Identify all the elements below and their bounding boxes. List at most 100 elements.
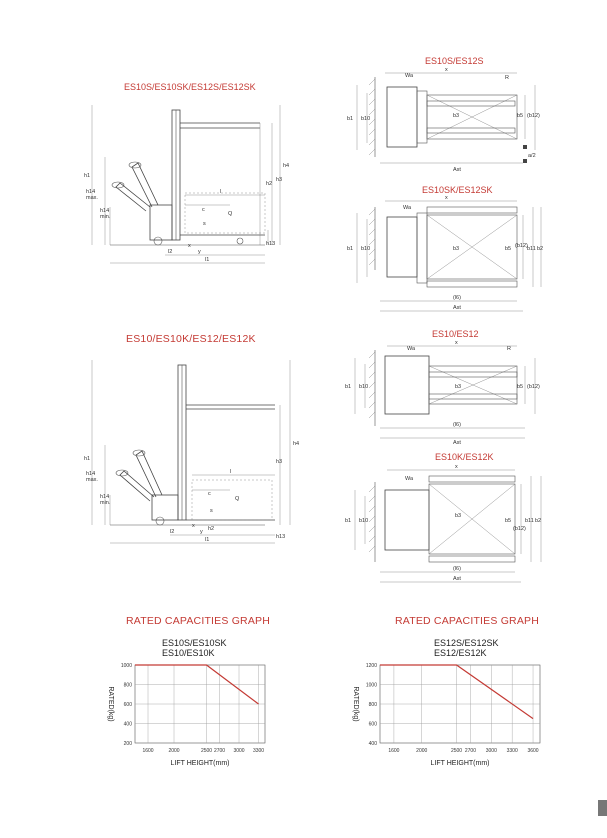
y-tick-label: 1200 [366, 663, 377, 669]
x-axis-label: LIFT HEIGHT(mm) [431, 760, 490, 767]
side-view-title-bottom: ES10/ES10K/ES12/ES12K [126, 333, 256, 345]
capacity-curve [135, 664, 259, 705]
plan-label-b3: b3 [453, 113, 459, 119]
label-l2-b: l2 [170, 529, 174, 535]
plan-label-b5-3: b5 [517, 384, 523, 390]
plan-label-b5: b5 [517, 113, 523, 119]
y-tick-label: 800 [369, 702, 378, 708]
plan-title-es10s: ES10S/ES12S [425, 56, 484, 66]
y-tick-label: 400 [124, 722, 133, 728]
label-q-b: Q [235, 496, 240, 502]
label-l1-b: l1 [205, 537, 209, 543]
y-tick-label: 1000 [121, 663, 132, 669]
plan-label-x-3: x [455, 340, 458, 346]
label-c-b: c [208, 491, 211, 497]
page-tab [598, 800, 607, 816]
label-min: min. [100, 214, 111, 220]
plan-label-r-3: R [507, 346, 511, 352]
x-tick-label: 2700 [465, 748, 476, 754]
side-view-title-top: ES10S/ES10SK/ES12S/ES12SK [124, 82, 256, 92]
plan-label-wa-3: Wa [407, 346, 416, 352]
plan-label-b1-3: b1 [345, 384, 351, 390]
label-h14-min-b: h14 [100, 494, 109, 500]
x-axis-label: LIFT HEIGHT(mm) [171, 760, 230, 767]
label-l: l [220, 189, 221, 195]
x-tick-label: 1600 [142, 748, 153, 754]
plan-label-wa: Wa [405, 73, 414, 79]
x-tick-label: 3300 [253, 748, 264, 754]
capacity-curve [380, 664, 534, 720]
label-l-b: l [230, 469, 231, 475]
y-tick-label: 400 [369, 741, 378, 747]
label-x-b: x [192, 523, 195, 529]
graph-models-right: ES12S/ES12SK ES12/ES12K [434, 638, 499, 658]
plan-label-b3-2: b3 [453, 246, 459, 252]
graph-title-right: RATED CAPACITIES GRAPH [395, 615, 540, 627]
plan-title-es10k: ES10K/ES12K [435, 452, 494, 462]
plan-label-a2: a/2 [528, 153, 536, 159]
label-max-b: max. [86, 477, 98, 483]
x-tick-label: 1600 [388, 748, 399, 754]
x-tick-label: 3600 [527, 748, 538, 754]
x-tick-label: 2500 [451, 748, 462, 754]
plan-label-b1-4: b1 [345, 518, 351, 524]
label-q: Q [228, 211, 233, 217]
y-tick-label: 600 [124, 702, 133, 708]
label-h14-max-b: h14 [86, 471, 95, 477]
label-max: max. [86, 195, 98, 201]
label-h2: h2 [266, 181, 272, 187]
x-tick-label: 3000 [233, 748, 244, 754]
label-h3-b: h3 [276, 459, 282, 465]
plan-label-b1: b1 [347, 116, 353, 122]
label-l2: l2 [168, 249, 172, 255]
plan-label-x-4: x [455, 464, 458, 470]
plan-label-b12: (b12) [527, 113, 540, 119]
x-tick-label: 2000 [168, 748, 179, 754]
y-tick-label: 200 [124, 741, 133, 747]
plan-label-x-2: x [445, 195, 448, 201]
y-axis-label: RATED(kg) [107, 686, 114, 721]
x-tick-label: 3000 [486, 748, 497, 754]
label-y-b: y [200, 529, 203, 535]
plan-view-es10sk: Wa x b1 b10 b3 b5 (b12) b11 b2 (l6) Ast [347, 195, 543, 312]
x-tick-label: 2000 [416, 748, 427, 754]
label-s-b: s [210, 508, 213, 514]
plan-label-b3-4: b3 [455, 513, 461, 519]
y-axis-label: RATED(kg) [352, 686, 359, 721]
plan-label-b11-4: b11 [525, 518, 534, 524]
plan-label-l6-2: (l6) [453, 295, 461, 301]
plan-label-b10: b10 [361, 116, 370, 122]
plan-label-wa-4: Wa [405, 476, 414, 482]
graph-models-left: ES10S/ES10SK ES10/ES10K [162, 638, 227, 658]
plan-label-b10-3: b10 [359, 384, 368, 390]
label-x: x [188, 243, 191, 249]
plan-label-r: R [505, 75, 509, 81]
label-h1-b: h1 [84, 456, 90, 462]
y-tick-label: 800 [124, 683, 133, 689]
y-tick-label: 1000 [366, 683, 377, 689]
label-h4-b: h4 [293, 441, 299, 447]
label-h13: h13 [266, 241, 275, 247]
plan-label-b5-4: b5 [505, 518, 511, 524]
y-tick-label: 600 [369, 722, 378, 728]
plan-label-b2-2: b2 [537, 246, 543, 252]
plan-label-b2-4: b2 [535, 518, 541, 524]
plan-label-ast: Ast [453, 167, 461, 173]
side-view-diagram-top: h1 h14 max. h14 min. h2 h3 h4 h13 l c Q … [84, 105, 289, 264]
label-h2-b: h2 [208, 526, 214, 532]
plan-label-wa-2: Wa [403, 205, 412, 211]
side-view-diagram-bottom: h1 h14 max. h14 min. h3 h4 h13 l c Q s h… [84, 360, 299, 544]
plan-view-es10k: Wa x b1 b10 b3 b5 (b12) b11 b2 (l6) Ast [345, 464, 542, 583]
label-min-b: min. [100, 500, 111, 506]
plan-label-ast-4: Ast [453, 576, 461, 582]
plan-label-b12-3: (b12) [527, 384, 540, 390]
x-tick-label: 2500 [201, 748, 212, 754]
plan-label-ast-3: Ast [453, 440, 461, 446]
label-h14-min: h14 [100, 208, 109, 214]
plan-title-es10: ES10/ES12 [432, 329, 479, 339]
plan-label-b1-2: b1 [347, 246, 353, 252]
plan-title-es10sk: ES10SK/ES12SK [422, 185, 493, 195]
plan-label-b12-2: (b12) [515, 243, 528, 249]
